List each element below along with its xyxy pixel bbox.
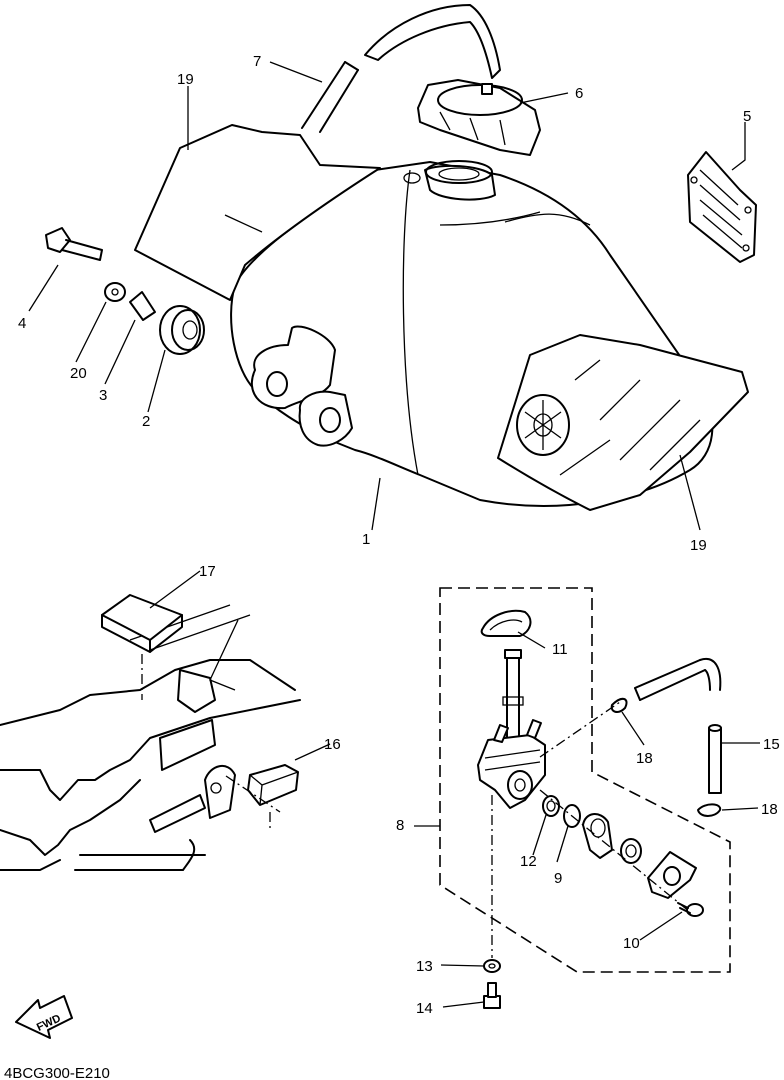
callout-4: 4	[18, 315, 26, 332]
callout-8: 8	[396, 817, 404, 834]
callout-18-lower: 18	[761, 801, 778, 818]
callout-7: 7	[253, 53, 261, 70]
callout-5: 5	[743, 108, 751, 125]
rubber-pad-16	[247, 764, 299, 806]
wave-washer	[620, 838, 642, 864]
callout-14: 14	[416, 1000, 433, 1017]
leader-lines	[28, 61, 760, 1008]
fuel-hose	[634, 657, 722, 794]
tank-mounting-tabs	[250, 325, 353, 447]
callout-11: 11	[552, 641, 568, 658]
breather-hose	[301, 4, 501, 133]
hose-clip-lower	[697, 803, 722, 817]
callout-13: 13	[416, 958, 433, 975]
callout-19-upper: 19	[177, 71, 194, 88]
lever-cover-plate	[647, 851, 697, 899]
callout-3: 3	[99, 387, 107, 404]
fwd-arrow-icon: FWD	[15, 995, 73, 1039]
tank-bolt	[45, 227, 103, 261]
callout-15: 15	[763, 736, 780, 753]
assembly-guide-lines	[141, 654, 281, 830]
fuel-cock-assembly-boundary	[439, 587, 731, 973]
fuel-cap	[417, 79, 541, 156]
collar	[129, 291, 156, 321]
drain-washer-13	[483, 959, 501, 973]
frame-section	[0, 604, 301, 871]
washer	[104, 282, 126, 302]
callout-18-upper: 18	[636, 750, 653, 767]
callout-1: 1	[362, 531, 370, 548]
drawing-code: 4BCG300-E210	[4, 1065, 110, 1080]
rubber-pad-17	[101, 594, 183, 653]
fuel-cock-gasket	[480, 609, 532, 637]
tank-cover-left	[134, 124, 381, 301]
filler-neck	[424, 160, 496, 201]
callout-6: 6	[575, 85, 583, 102]
callout-20: 20	[70, 365, 87, 382]
hose-clip-upper	[610, 697, 628, 713]
damper-plate	[687, 151, 757, 263]
callout-9: 9	[554, 870, 562, 887]
callout-16: 16	[324, 736, 341, 753]
fuel-cock-body	[477, 649, 546, 809]
callout-10: 10	[623, 935, 640, 952]
tank-cover-right	[497, 334, 749, 511]
fuel-cock-axis-lines	[491, 701, 691, 958]
callout-19-lower: 19	[690, 537, 707, 554]
grommet	[159, 305, 205, 355]
callout-12: 12	[520, 853, 537, 870]
drain-screw-14	[483, 982, 501, 1009]
callout-17: 17	[199, 563, 216, 580]
fuel-cock-lever	[582, 813, 613, 859]
callout-2: 2	[142, 413, 150, 430]
